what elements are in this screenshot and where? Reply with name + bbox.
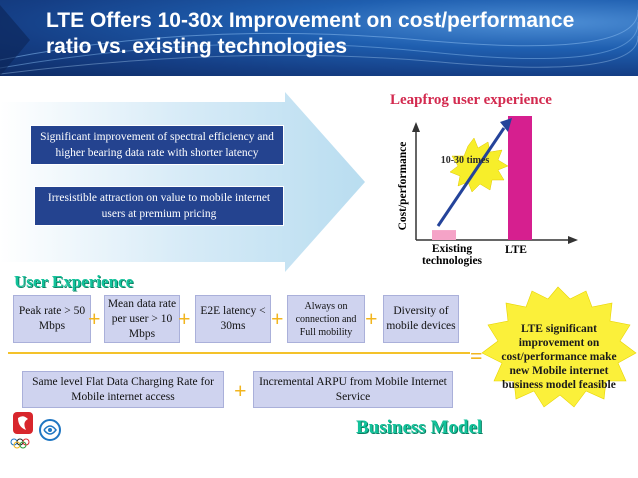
user-experience-heading: User Experience xyxy=(14,272,134,291)
chart-y-label: Cost/performance xyxy=(397,141,409,231)
mean-data-rate-text: Mean data rate per user > 10 Mbps xyxy=(107,297,177,340)
header-decoration xyxy=(0,5,638,76)
plus-sign: + xyxy=(271,306,284,331)
spectral-efficiency-box: Significant improvement of spectral effi… xyxy=(30,125,284,165)
equals-sign: = xyxy=(470,343,483,368)
flat-rate-text: Same level Flat Data Charging Rate for M… xyxy=(32,375,214,403)
conclusion-starburst xyxy=(481,286,637,408)
title-line-2: ratio vs. existing technologies xyxy=(46,35,348,58)
flat-rate-box: Same level Flat Data Charging Rate for M… xyxy=(22,371,224,408)
conclusion-text: LTE significant improvement on cost/perf… xyxy=(501,323,617,391)
bar-lte xyxy=(508,116,532,240)
plus-sign: + xyxy=(365,306,378,331)
arpu-box: Incremental ARPU from Mobile Internet Se… xyxy=(253,371,453,408)
category-label-lte: LTE xyxy=(505,244,527,256)
title-line-1: LTE Offers 10-30x Improvement on cost/pe… xyxy=(46,9,575,32)
peak-rate-text: Peak rate > 50 Mbps xyxy=(18,305,86,332)
growth-arrow xyxy=(436,127,506,227)
device-diversity-box: Diversity of mobile devices xyxy=(383,295,459,343)
e2e-latency-text: E2E latency < 30ms xyxy=(200,305,266,332)
mobile-internet-attraction-box: Irresistible attraction on value to mobi… xyxy=(34,186,284,226)
business-model-heading: Business Model xyxy=(356,417,483,438)
plus-sign: + xyxy=(178,306,191,331)
slide-header xyxy=(0,0,638,76)
device-diversity-text: Diversity of mobile devices xyxy=(386,305,456,332)
plus-sign: + xyxy=(234,378,247,403)
growth-arrowhead xyxy=(500,118,512,132)
plus-sign: + xyxy=(88,306,101,331)
chart-title: Leapfrog user experience xyxy=(390,92,552,108)
divider-line xyxy=(8,352,470,354)
always-on-text: Always on connection and Full mobility xyxy=(295,300,357,338)
y-axis-arrowhead xyxy=(412,122,420,132)
big-arrow-shape xyxy=(0,92,365,272)
always-on-box: Always on connection and Full mobility xyxy=(287,295,365,343)
leapfrog-chart xyxy=(412,116,578,244)
china-mobile-logo xyxy=(39,419,61,441)
arpu-text: Incremental ARPU from Mobile Internet Se… xyxy=(259,375,447,403)
e2e-latency-box: E2E latency < 30ms xyxy=(195,295,271,343)
bar-existing xyxy=(432,230,456,240)
peak-rate-box: Peak rate > 50 Mbps xyxy=(13,295,91,343)
x-axis-arrowhead xyxy=(568,236,578,244)
slide-title: LTE Offers 10-30x Improvement on cost/pe… xyxy=(46,8,626,60)
beijing-2008-logo xyxy=(10,412,33,449)
mean-data-rate-box: Mean data rate per user > 10 Mbps xyxy=(104,295,180,343)
growth-annotation: 10-30 times xyxy=(440,155,490,166)
category-label-existing: Existing technologies xyxy=(421,243,483,267)
